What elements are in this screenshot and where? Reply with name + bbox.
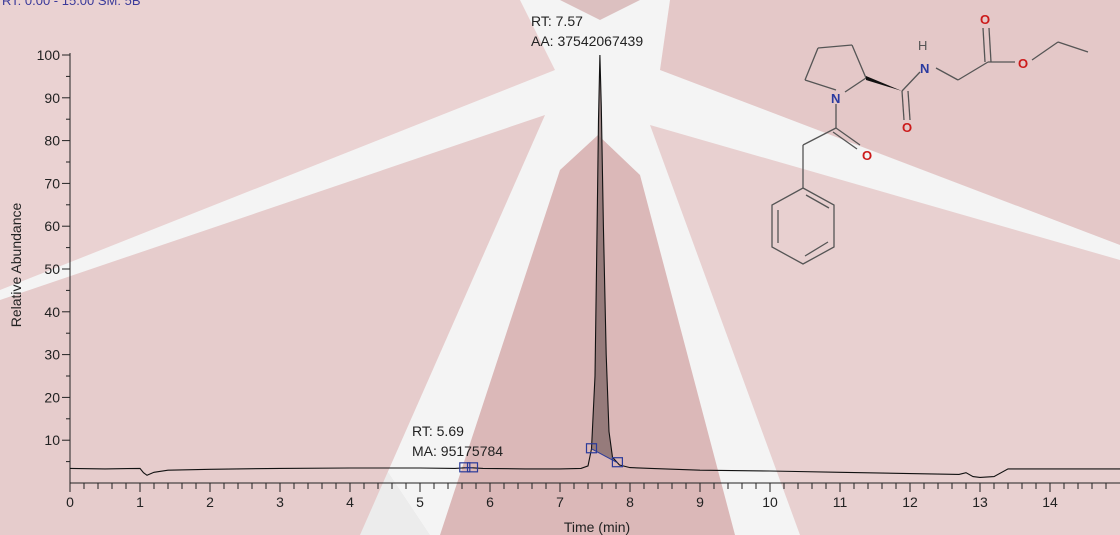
watermark-wedge bbox=[0, 0, 555, 290]
bond bbox=[901, 71, 921, 92]
chromatogram-trace bbox=[69, 54, 1120, 478]
chemical-structure-atoms: N H N O O O O bbox=[831, 12, 1028, 163]
bond bbox=[817, 44, 853, 49]
y-axis-title: Relative Abundance bbox=[8, 203, 24, 328]
x-tick-label: 4 bbox=[346, 494, 354, 510]
peak-label-rt: RT: 7.57 bbox=[531, 13, 583, 29]
atom-hydrogen-amide: H bbox=[918, 38, 927, 53]
bond bbox=[957, 61, 989, 81]
peak-label-rt: RT: 5.69 bbox=[412, 423, 464, 439]
x-tick-label: 11 bbox=[833, 494, 848, 510]
bond bbox=[835, 127, 861, 146]
x-tick-label: 6 bbox=[486, 494, 494, 510]
bond bbox=[982, 27, 986, 63]
integration-marker bbox=[611, 457, 624, 468]
y-tick-label: 40 bbox=[44, 304, 60, 320]
y-tick-label: 70 bbox=[44, 175, 60, 191]
integration-marker bbox=[459, 462, 471, 473]
atom-oxygen-acyl-carbonyl: O bbox=[862, 148, 872, 163]
x-tick-label: 12 bbox=[902, 494, 918, 510]
y-tick-label: 30 bbox=[44, 347, 60, 363]
bond bbox=[907, 90, 911, 121]
x-tick-label: 10 bbox=[762, 494, 778, 510]
peak-label-area: AA: 37542067439 bbox=[531, 33, 643, 49]
x-axis-title: Time (min) bbox=[564, 519, 630, 535]
y-tick-label: 90 bbox=[44, 90, 60, 106]
x-tick-label: 2 bbox=[206, 494, 214, 510]
bond bbox=[802, 127, 837, 146]
x-tick-label: 5 bbox=[416, 494, 424, 510]
y-tick-label: 50 bbox=[44, 261, 60, 277]
bond bbox=[805, 194, 830, 209]
x-tick-label: 8 bbox=[626, 494, 634, 510]
bond bbox=[935, 67, 959, 81]
atom-oxygen-ester-carbonyl: O bbox=[980, 12, 990, 27]
x-tick-label: 13 bbox=[972, 494, 988, 510]
watermark-wedge bbox=[650, 125, 1120, 535]
chromatogram-range-header: RT: 0.00 - 15.00 SM: 5B bbox=[2, 0, 141, 8]
x-tick-label: 0 bbox=[66, 494, 74, 510]
bond bbox=[832, 131, 858, 150]
y-tick-label: 100 bbox=[37, 47, 61, 63]
atom-oxygen-amide-carbonyl: O bbox=[902, 120, 912, 135]
bond bbox=[804, 241, 829, 257]
y-tick-label: 20 bbox=[44, 389, 60, 405]
peak-label-area: MA: 95175784 bbox=[412, 443, 503, 459]
x-tick-label: 14 bbox=[1042, 494, 1058, 510]
watermark-wedge bbox=[0, 115, 545, 535]
y-tick-label: 80 bbox=[44, 133, 60, 149]
y-tick-label: 10 bbox=[44, 432, 60, 448]
x-tick-label: 1 bbox=[136, 494, 144, 510]
bond bbox=[988, 27, 992, 63]
chemical-structure bbox=[771, 27, 1089, 265]
watermark-wedge bbox=[440, 135, 735, 535]
bond bbox=[804, 79, 837, 91]
watermark-wedge bbox=[660, 0, 1120, 245]
watermark-wedge bbox=[560, 0, 640, 20]
bond bbox=[1031, 41, 1059, 61]
peak-area-fill bbox=[591, 55, 618, 463]
bond bbox=[804, 47, 819, 81]
x-tick-label: 3 bbox=[276, 494, 284, 510]
benzene-ring bbox=[771, 187, 835, 265]
atom-oxygen-ester: O bbox=[1018, 56, 1028, 71]
y-tick-label: 60 bbox=[44, 218, 60, 234]
bond bbox=[851, 44, 867, 79]
atom-nitrogen-amide: N bbox=[920, 61, 929, 76]
x-tick-label: 7 bbox=[556, 494, 564, 510]
integration-baseline bbox=[591, 448, 618, 464]
integration-marker bbox=[585, 443, 598, 454]
bond bbox=[1057, 41, 1089, 53]
bond bbox=[901, 90, 905, 121]
wedge-bond bbox=[866, 76, 902, 91]
bond bbox=[844, 77, 867, 93]
atom-nitrogen-ring: N bbox=[831, 91, 840, 106]
x-tick-label: 9 bbox=[696, 494, 704, 510]
